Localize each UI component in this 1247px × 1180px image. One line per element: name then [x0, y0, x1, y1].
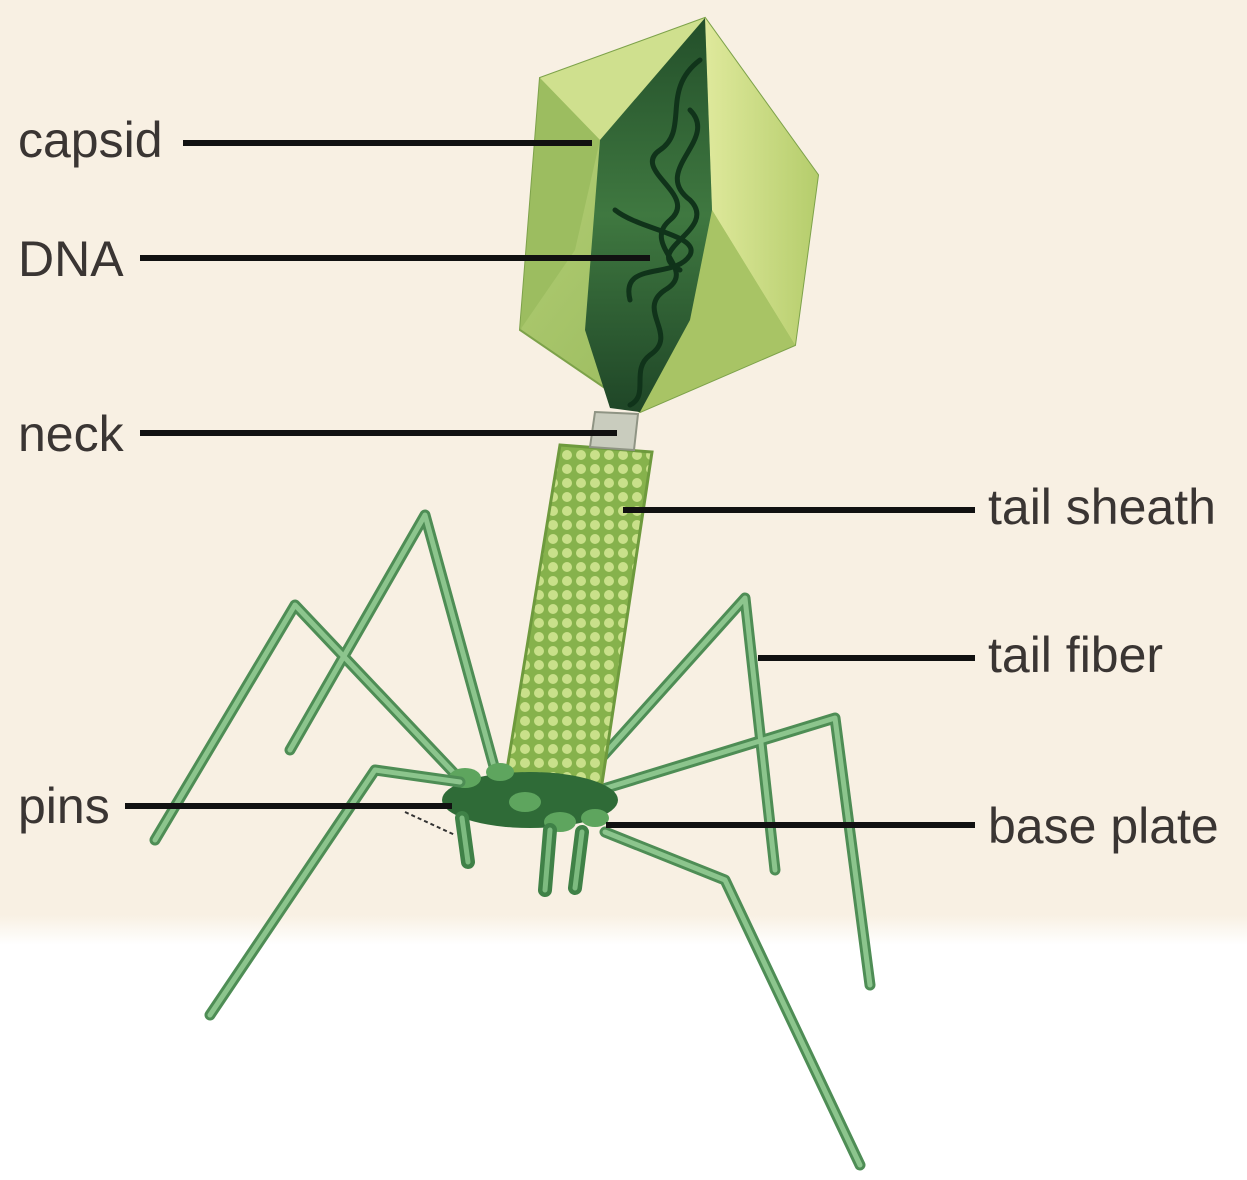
- capsid: [520, 18, 818, 412]
- label-tail-fiber: tail fiber: [988, 627, 1163, 683]
- tail-sheath: [502, 445, 652, 810]
- label-base-plate: base plate: [988, 798, 1219, 854]
- tail-fibers-front: [210, 770, 860, 1165]
- label-capsid: capsid: [18, 112, 163, 168]
- pins-dashed-pointer: [405, 812, 455, 835]
- tail-fiber-back-left-1: [290, 515, 495, 770]
- label-tail-sheath: tail sheath: [988, 479, 1216, 535]
- tail-fiber-front-right: [605, 832, 860, 1165]
- label-dna: DNA: [18, 231, 124, 287]
- label-neck: neck: [18, 406, 125, 462]
- label-pins: pins: [18, 778, 110, 834]
